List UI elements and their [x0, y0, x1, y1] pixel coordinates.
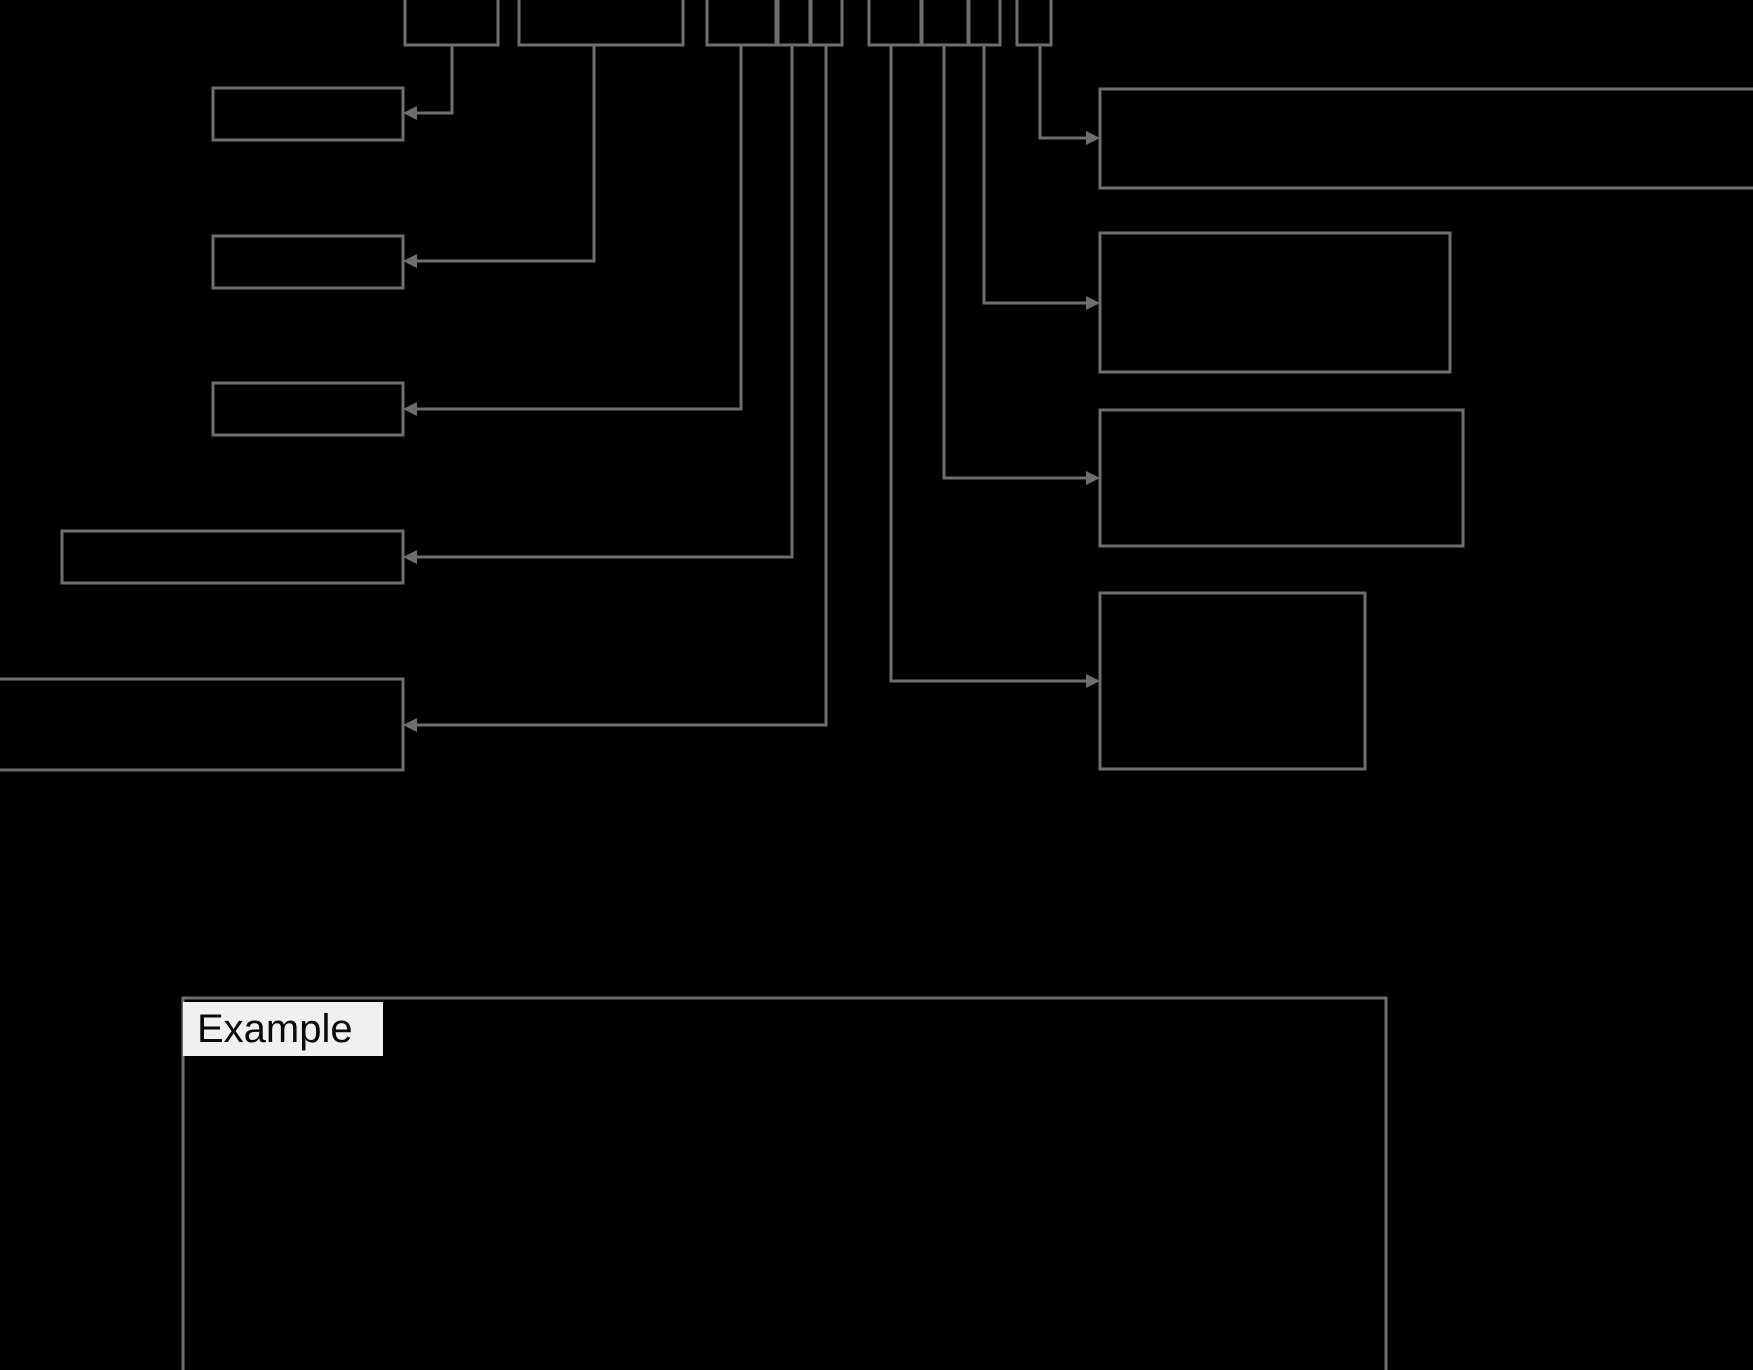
top-node-4[interactable]	[776, 0, 812, 47]
example-panel-legend: Example	[183, 1002, 383, 1056]
right-node-3[interactable]	[1098, 408, 1465, 548]
arrowhead-left-3	[403, 402, 417, 416]
left-node-5[interactable]	[0, 677, 405, 772]
connector-group-left	[403, 45, 828, 732]
top-node-5[interactable]	[809, 0, 844, 47]
conn-top5-left5	[411, 45, 828, 727]
conn-top9-right1	[1038, 45, 1092, 140]
conn-top6-right4	[889, 45, 1092, 683]
arrowhead-right-1	[1086, 131, 1100, 145]
left-node-2[interactable]	[211, 234, 405, 290]
arrowhead-right-4	[1086, 674, 1100, 688]
connector-group-right	[889, 45, 1100, 688]
arrowhead-right-2	[1086, 296, 1100, 310]
top-node-1[interactable]	[403, 0, 500, 47]
example-panel-legend-label: Example	[197, 1007, 353, 1051]
conn-top3-left3	[411, 45, 743, 411]
arrowhead-left-2	[403, 254, 417, 268]
left-node-3[interactable]	[211, 381, 405, 437]
right-node-4[interactable]	[1098, 591, 1367, 771]
arrowhead-left-5	[403, 718, 417, 732]
top-node-8[interactable]	[967, 0, 1002, 47]
top-node-3[interactable]	[705, 0, 778, 47]
left-node-4[interactable]	[60, 529, 405, 585]
right-node-1[interactable]	[1098, 87, 1753, 190]
top-node-2[interactable]	[517, 0, 685, 47]
conn-top7-right3	[942, 45, 1092, 480]
arrowhead-left-1	[403, 106, 417, 120]
top-node-9[interactable]	[1015, 0, 1053, 47]
arrowhead-right-3	[1086, 471, 1100, 485]
conn-top8-right2	[982, 45, 1092, 305]
top-node-6[interactable]	[867, 0, 923, 47]
conn-top4-left4	[411, 45, 794, 559]
top-node-7[interactable]	[920, 0, 970, 47]
right-node-2[interactable]	[1098, 231, 1452, 374]
conn-top1-left1	[411, 45, 454, 115]
conn-top2-left2	[411, 45, 596, 263]
example-panel-frame	[181, 996, 1388, 1370]
left-node-group	[0, 86, 405, 772]
top-node-group	[403, 0, 1053, 47]
arrowhead-left-4	[403, 550, 417, 564]
left-node-1[interactable]	[211, 86, 405, 142]
right-node-group	[1098, 87, 1753, 771]
